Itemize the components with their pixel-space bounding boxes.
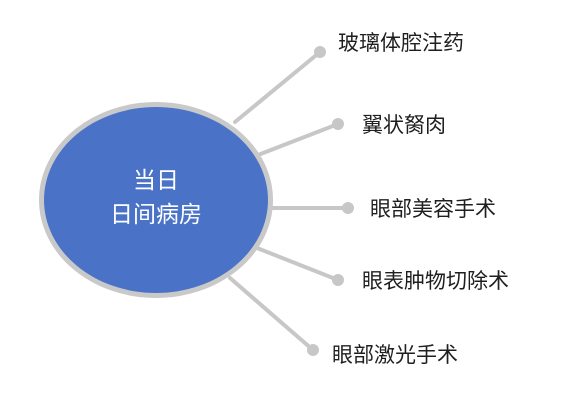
connector-line-2 xyxy=(256,122,340,157)
branch-label-pterygium: 翼状胬肉 xyxy=(362,113,446,137)
hub-title-line-2: 日间病房 xyxy=(110,202,202,228)
connector-endpoint-5 xyxy=(307,344,319,356)
branch-label-eye-laser-surgery: 眼部激光手术 xyxy=(332,343,458,367)
branch-label-ocular-surface-tumor-excision: 眼表肿物切除术 xyxy=(362,269,509,293)
connector-endpoint-2 xyxy=(332,118,344,130)
connector-line-1 xyxy=(233,50,322,124)
connector-endpoint-3 xyxy=(342,202,354,214)
branch-label-eye-cosmetic-surgery: 眼部美容手术 xyxy=(370,197,496,221)
hub-node: 当日 日间病房 xyxy=(39,102,273,298)
connector-line-4 xyxy=(255,246,340,282)
connector-line-5 xyxy=(228,276,315,352)
connector-endpoint-1 xyxy=(314,46,326,58)
branch-label-vitreous-injection: 玻璃体腔注药 xyxy=(338,31,464,55)
hub-title-line-1: 当日 xyxy=(133,168,179,194)
hub-inner-circle xyxy=(44,107,268,293)
connector-endpoint-4 xyxy=(332,274,344,286)
